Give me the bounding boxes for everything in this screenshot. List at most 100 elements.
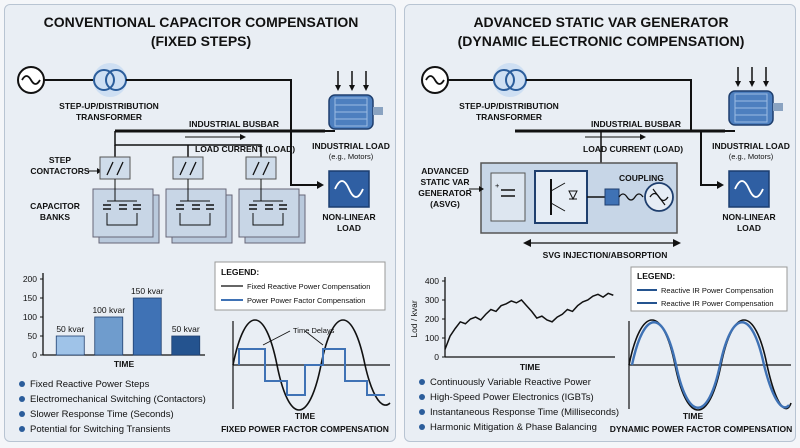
right-industrial-load-label: INDUSTRIAL LOAD bbox=[712, 141, 790, 151]
line-y-tick-label: 200 bbox=[425, 314, 439, 324]
bar-data-label: 50 kvar bbox=[56, 324, 84, 334]
right-title-line2: (DYNAMIC ELECTRONIC COMPENSATION) bbox=[458, 33, 745, 49]
bar-y-tick-label: 0 bbox=[32, 350, 37, 360]
left-legend-item-1: Fixed Reactive Power Compensation bbox=[247, 282, 370, 291]
bar-y-tick-label: 100 bbox=[23, 312, 37, 322]
line-y-axis-label: Lod / kvar bbox=[409, 300, 419, 337]
asvg-label-2: STATIC VAR bbox=[420, 177, 469, 187]
bar-data-label: 100 kvar bbox=[92, 305, 125, 315]
right-bullet-2: High-Speed Power Electronics (IGBTs) bbox=[430, 392, 594, 403]
right-legend-title: LEGEND: bbox=[637, 271, 675, 281]
ac-source-icon bbox=[17, 66, 45, 94]
asvg-label-3: GENERATOR bbox=[418, 188, 472, 198]
nonlinear-load-icon bbox=[728, 170, 770, 208]
left-transformer-label-1: STEP-UP/DISTRIBUTION bbox=[59, 101, 159, 111]
left-busbar-label: INDUSTRIAL BUSBAR bbox=[189, 119, 279, 129]
left-bullet-3: Slower Response Time (Seconds) bbox=[30, 409, 174, 420]
left-cap-label-1: CAPACITOR bbox=[30, 201, 80, 211]
right-title-line1: ADVANCED STATIC VAR GENERATOR bbox=[473, 14, 728, 30]
line-y-tick-label: 400 bbox=[425, 276, 439, 286]
svg-text:+: + bbox=[495, 181, 500, 190]
bar-y-tick-label: 50 bbox=[28, 331, 38, 341]
dynamic-pf-waveform bbox=[628, 319, 792, 411]
right-bullet-4: Harmonic Mitigation & Phase Balancing bbox=[430, 422, 597, 433]
right-nonlinear-label-2: LOAD bbox=[737, 223, 761, 233]
asvg-panel: ADVANCED STATIC VAR GENERATOR (DYNAMIC E… bbox=[404, 4, 796, 442]
right-wave-time-label: TIME bbox=[683, 411, 704, 421]
capacitor-bank-1 bbox=[92, 179, 160, 244]
right-transformer-label-2: TRANSFORMER bbox=[476, 112, 542, 122]
nonlinear-load-icon bbox=[328, 170, 370, 208]
contactor-1 bbox=[99, 156, 131, 180]
line-x-axis-label: TIME bbox=[520, 362, 541, 372]
right-industrial-load-sub: (e.g., Motors) bbox=[729, 152, 774, 161]
left-cap-label-2: BANKS bbox=[40, 212, 71, 222]
transformer-icon bbox=[493, 63, 527, 97]
motor-icon bbox=[328, 71, 383, 130]
left-wave-caption: FIXED POWER FACTOR COMPENSATION bbox=[221, 424, 389, 434]
left-load-current-label: LOAD CURRENT (LOAD) bbox=[195, 144, 295, 154]
ac-source-icon bbox=[421, 66, 449, 94]
left-bullet-4: Potential for Switching Transients bbox=[30, 424, 171, 435]
left-legend-item-2: Power Power Factor Compensation bbox=[247, 296, 365, 305]
right-bullet-1: Continuously Variable Reactive Power bbox=[430, 377, 591, 388]
left-legend-title: LEGEND: bbox=[221, 267, 259, 277]
left-legend: LEGEND: Fixed Reactive Power Compensatio… bbox=[214, 261, 386, 311]
right-load-current-label: LOAD CURRENT (LOAD) bbox=[583, 144, 683, 154]
asvg-diagram: ADVANCED STATIC VAR GENERATOR (DYNAMIC E… bbox=[409, 14, 792, 434]
transformer-icon bbox=[93, 63, 127, 97]
left-transformer-label-2: TRANSFORMER bbox=[76, 112, 142, 122]
asvg-unit: + bbox=[480, 162, 678, 234]
bar-y-tick-label: 200 bbox=[23, 274, 37, 284]
left-title-line1: CONVENTIONAL CAPACITOR COMPENSATION bbox=[44, 14, 359, 30]
right-bullet-3: Instantaneous Response Time (Millisecond… bbox=[430, 407, 619, 418]
line-y-tick-label: 0 bbox=[434, 352, 439, 362]
fixed-pf-waveform: Time Delays bbox=[232, 319, 391, 411]
bar-data-label: 50 kvar bbox=[172, 324, 200, 334]
asvg-label-1: ADVANCED bbox=[421, 166, 469, 176]
bar bbox=[132, 297, 162, 356]
bar bbox=[171, 335, 201, 356]
right-legend-item-2: Reactive IR Power Compensation bbox=[661, 299, 774, 308]
capacitor-bank-3 bbox=[238, 179, 306, 244]
left-bullet-1: Fixed Reactive Power Steps bbox=[30, 379, 150, 390]
motor-icon bbox=[728, 67, 783, 126]
right-bullet-list: Continuously Variable Reactive Power Hig… bbox=[419, 377, 619, 433]
right-busbar-label: INDUSTRIAL BUSBAR bbox=[591, 119, 681, 129]
left-title-line2: (FIXED STEPS) bbox=[151, 33, 251, 49]
line-y-tick-label: 300 bbox=[425, 295, 439, 305]
left-industrial-load-sub: (e.g., Motors) bbox=[329, 152, 374, 161]
bar bbox=[94, 316, 124, 356]
conventional-diagram: CONVENTIONAL CAPACITOR COMPENSATION (FIX… bbox=[17, 14, 391, 435]
left-step-label-2: CONTACTORS bbox=[30, 166, 90, 176]
bar-y-tick-label: 150 bbox=[23, 293, 37, 303]
right-nonlinear-label-1: NON-LINEAR bbox=[722, 212, 775, 222]
left-step-label-1: STEP bbox=[49, 155, 72, 165]
contactor-2 bbox=[172, 156, 204, 180]
bar-data-label: 150 kvar bbox=[131, 286, 164, 296]
bar-x-axis-label: TIME bbox=[114, 359, 135, 369]
capacitor-bank-2 bbox=[165, 179, 233, 244]
right-legend-item-1: Reactive IR Power Compensation bbox=[661, 286, 774, 295]
coupling-label: COUPLING bbox=[619, 173, 664, 183]
line-y-tick-label: 100 bbox=[425, 333, 439, 343]
svg-injection-label: SVG INJECTION/ABSORPTION bbox=[543, 250, 668, 260]
left-nonlinear-label-1: NON-LINEAR bbox=[322, 212, 375, 222]
left-bullet-2: Electromechanical Switching (Contactors) bbox=[30, 394, 206, 405]
left-nonlinear-label-2: LOAD bbox=[337, 223, 361, 233]
asvg-label-4: (ASVG) bbox=[430, 199, 460, 209]
left-wave-time-label: TIME bbox=[295, 411, 316, 421]
bar bbox=[55, 335, 85, 356]
left-industrial-load-label: INDUSTRIAL LOAD bbox=[312, 141, 390, 151]
time-delays-label: Time Delays bbox=[293, 326, 335, 335]
conventional-panel: CONVENTIONAL CAPACITOR COMPENSATION (FIX… bbox=[4, 4, 396, 442]
right-wave-caption: DYNAMIC POWER FACTOR COMPENSATION bbox=[610, 424, 792, 434]
fixed-steps-bar-chart: 0 50 100 150 200 50 kvar 100 kvar 150 kvar 50 kv… bbox=[23, 273, 205, 369]
contactor-3 bbox=[245, 156, 277, 180]
line-series bbox=[444, 292, 614, 350]
right-legend: LEGEND: Reactive IR Power Compensation R… bbox=[630, 266, 788, 312]
right-transformer-label-1: STEP-UP/DISTRIBUTION bbox=[459, 101, 559, 111]
left-bullet-list: Fixed Reactive Power Steps Electromechan… bbox=[19, 379, 206, 435]
